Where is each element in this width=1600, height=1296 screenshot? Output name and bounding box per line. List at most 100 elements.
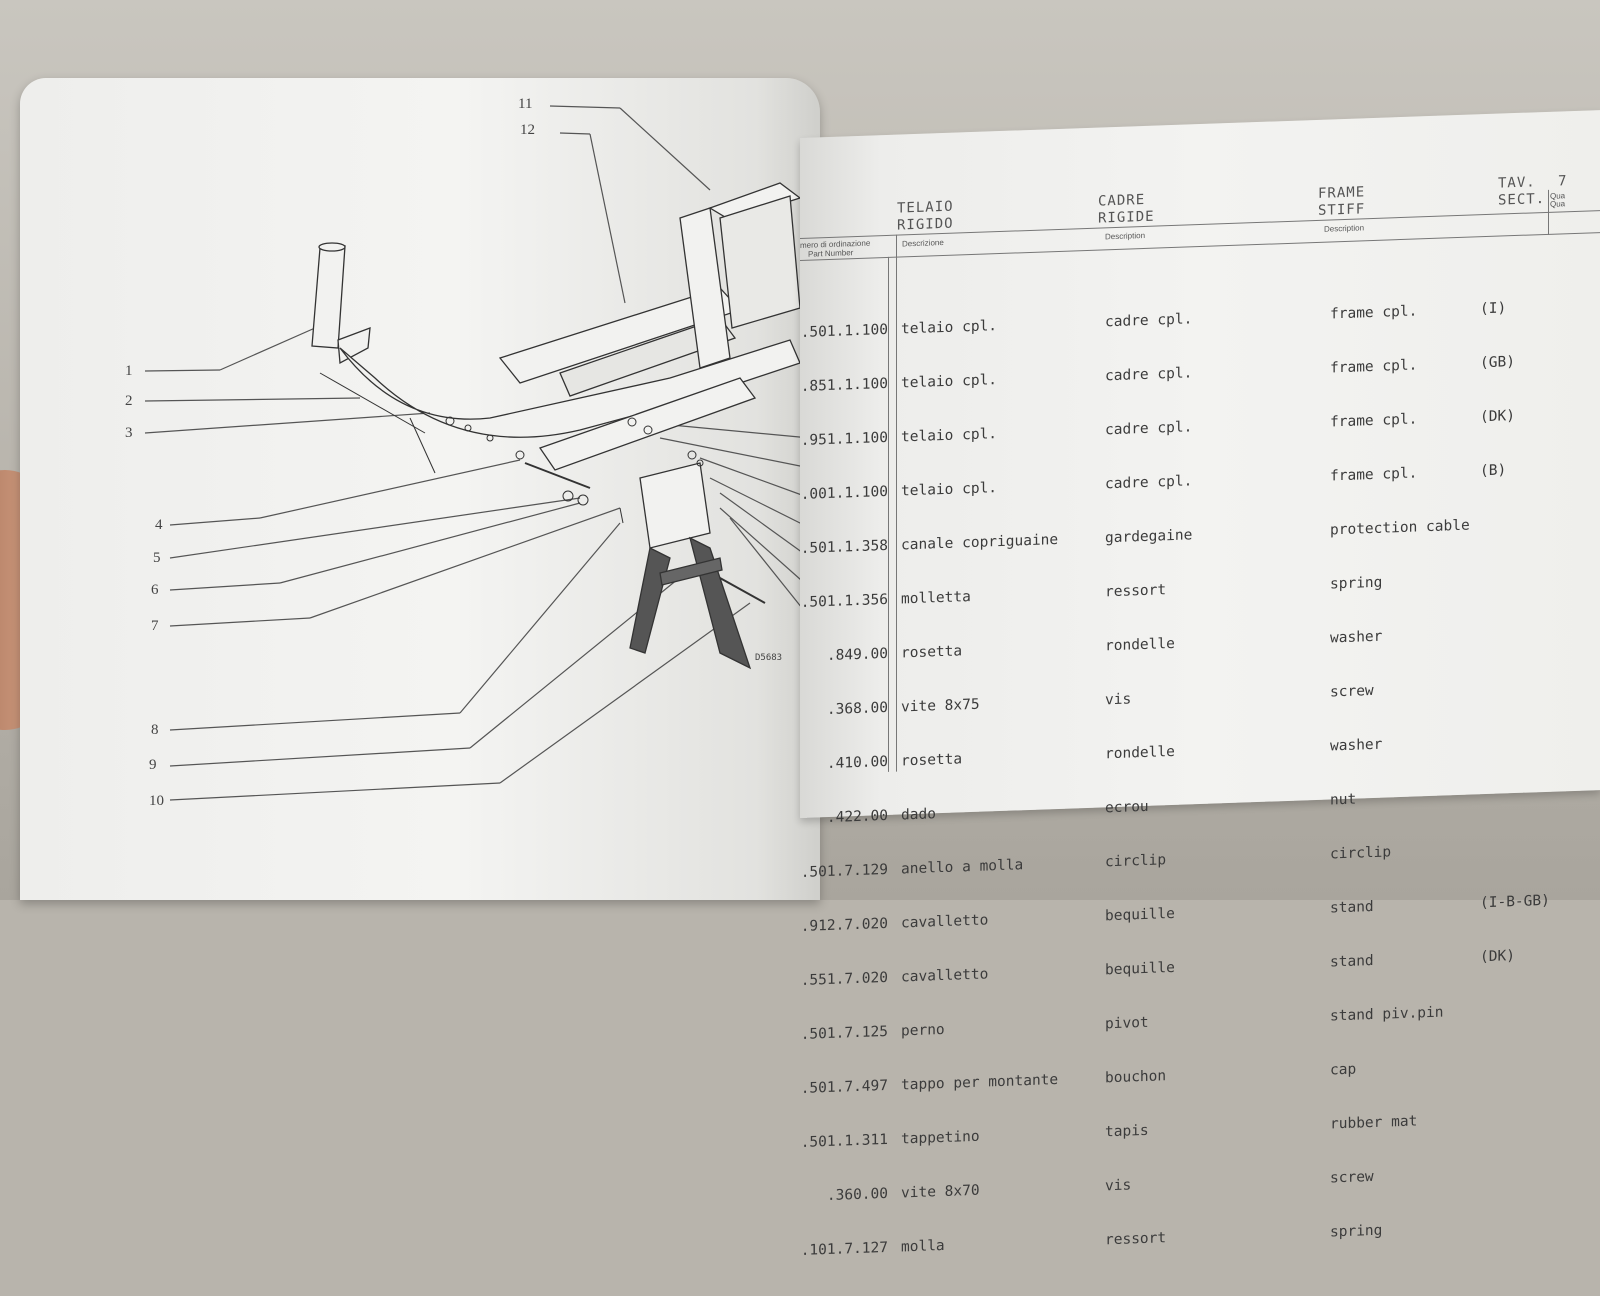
colhdr-qty-2: Qua: [1550, 199, 1566, 209]
left-page-drawing: 1 2 3 4 5 6 7 8 9 10 11 12 D5683: [20, 78, 820, 900]
part-number: .501.7.129: [800, 861, 888, 881]
header-it-2: RIGIDO: [897, 215, 954, 234]
desc-it: tappo per montante: [901, 1071, 1059, 1094]
desc-en: screw: [1330, 682, 1374, 701]
part-number: .851.1.100: [800, 375, 888, 395]
part-number: .501.1.100: [800, 321, 888, 341]
desc-fr: gardegaine: [1105, 527, 1193, 547]
version-note: (DK): [1480, 408, 1515, 426]
column-divider-2: [896, 234, 897, 772]
desc-en: stand piv.pin: [1330, 1004, 1444, 1025]
desc-fr: cadre cpl.: [1105, 419, 1193, 439]
desc-fr: cadre cpl.: [1105, 365, 1193, 385]
right-page-parts-list: TELAIO RIGIDO CADRE RIGIDE FRAME STIFF T…: [800, 110, 1600, 1259]
header-fr-2: RIGIDE: [1098, 208, 1155, 227]
version-note: [1480, 784, 1550, 804]
part-number: .501.1.358: [800, 537, 888, 557]
callout-6: 6: [151, 582, 159, 598]
desc-it: vite 8x70: [901, 1182, 980, 1202]
version-note: [1480, 514, 1550, 534]
header-en-1: FRAME: [1318, 184, 1366, 202]
part-number: .368.00: [826, 699, 888, 719]
desc-fr: circlip: [1105, 852, 1167, 871]
version-note: (B): [1480, 462, 1507, 480]
version-note: [1480, 730, 1550, 750]
colhdr-desc-it: Descrizione: [902, 237, 944, 249]
version-note: [1480, 1216, 1550, 1236]
column-divider-1: [888, 256, 889, 772]
desc-fr: bequille: [1105, 905, 1175, 925]
note-column: (I) (GB) (DK) (B) (I-B-GB) (DK): [1480, 262, 1550, 1272]
callout-8: 8: [151, 722, 159, 738]
version-note: [1480, 568, 1550, 588]
desc-it: telaio cpl.: [901, 318, 998, 338]
version-note: [1480, 622, 1550, 642]
colhdr-desc-en: Description: [1324, 223, 1365, 234]
header-en-2: STIFF: [1318, 201, 1366, 219]
desc-it: anello a molla: [901, 857, 1024, 878]
desc-it: canale copriguaine: [901, 531, 1059, 554]
desc-it-column: telaio cpl. telaio cpl. telaio cpl. tela…: [901, 279, 1058, 1292]
exploded-frame-drawing: [144, 105, 811, 801]
version-note: (GB): [1480, 354, 1515, 372]
desc-fr: ecrou: [1105, 798, 1149, 817]
version-note: (I): [1480, 300, 1507, 318]
callout-5: 5: [153, 550, 161, 566]
part-number: .410.00: [826, 753, 888, 773]
version-note: [1480, 1108, 1550, 1128]
part-number: .501.7.497: [800, 1077, 888, 1097]
desc-fr: bouchon: [1105, 1068, 1167, 1087]
part-number: .951.1.100: [800, 429, 888, 449]
desc-en: rubber mat: [1330, 1113, 1418, 1133]
desc-it: dado: [901, 806, 936, 824]
desc-it: cavalletto: [901, 966, 989, 986]
version-note: [1480, 1000, 1550, 1020]
part-number: .501.1.356: [800, 591, 888, 611]
desc-it: vite 8x75: [901, 696, 980, 716]
desc-it: rosetta: [901, 751, 963, 770]
desc-en: stand: [1330, 898, 1374, 917]
part-number: .849.00: [826, 645, 888, 665]
desc-en: screw: [1330, 1168, 1374, 1187]
desc-it: telaio cpl.: [901, 372, 998, 392]
desc-fr-column: cadre cpl. cadre cpl. cadre cpl. cadre c…: [1105, 274, 1192, 1285]
callout-12: 12: [520, 122, 535, 138]
part-number: .360.00: [826, 1185, 888, 1205]
callout-9: 9: [149, 757, 157, 773]
desc-it: telaio cpl.: [901, 426, 998, 446]
part-number: .501.7.125: [800, 1023, 888, 1043]
desc-fr: cadre cpl.: [1105, 311, 1193, 331]
callout-1: 1: [125, 363, 133, 379]
version-note: [1480, 1054, 1550, 1074]
part-number: .501.1.311: [800, 1131, 888, 1151]
callout-4: 4: [155, 517, 163, 533]
desc-it: molla: [901, 1237, 945, 1256]
version-note: [1480, 676, 1550, 696]
desc-en: protection cable: [1330, 517, 1470, 539]
desc-it: tappetino: [901, 1128, 980, 1148]
part-number-column: .501.1.100 .851.1.100 .951.1.100 .001.1.…: [800, 285, 888, 1296]
desc-fr: pivot: [1105, 1014, 1149, 1033]
header-tav: TAV.: [1498, 174, 1536, 192]
desc-it: cavalletto: [901, 912, 989, 932]
version-note: [1480, 1162, 1550, 1182]
desc-en: spring: [1330, 1222, 1383, 1241]
header-it-1: TELAIO: [897, 198, 954, 217]
colhdr-part-number-2: Part Number: [808, 248, 854, 259]
version-note: (I-B-GB): [1480, 892, 1550, 912]
drawing-stamp: D5683: [755, 653, 783, 663]
desc-en: nut: [1330, 791, 1357, 809]
callout-11: 11: [518, 96, 533, 112]
desc-fr: ressort: [1105, 1230, 1167, 1249]
part-number: .422.00: [826, 807, 888, 827]
header-sect: SECT.: [1498, 190, 1546, 209]
column-divider-qty: [1548, 189, 1549, 235]
part-number: .551.7.020: [800, 969, 888, 989]
desc-en: cap: [1330, 1061, 1357, 1079]
part-number: .101.7.127: [800, 1239, 888, 1259]
part-number: .001.1.100: [800, 483, 888, 503]
desc-it: rosetta: [901, 643, 963, 662]
callout-10: 10: [149, 793, 164, 809]
desc-en-column: frame cpl. frame cpl. frame cpl. frame c…: [1330, 265, 1470, 1278]
desc-en: circlip: [1330, 844, 1392, 863]
